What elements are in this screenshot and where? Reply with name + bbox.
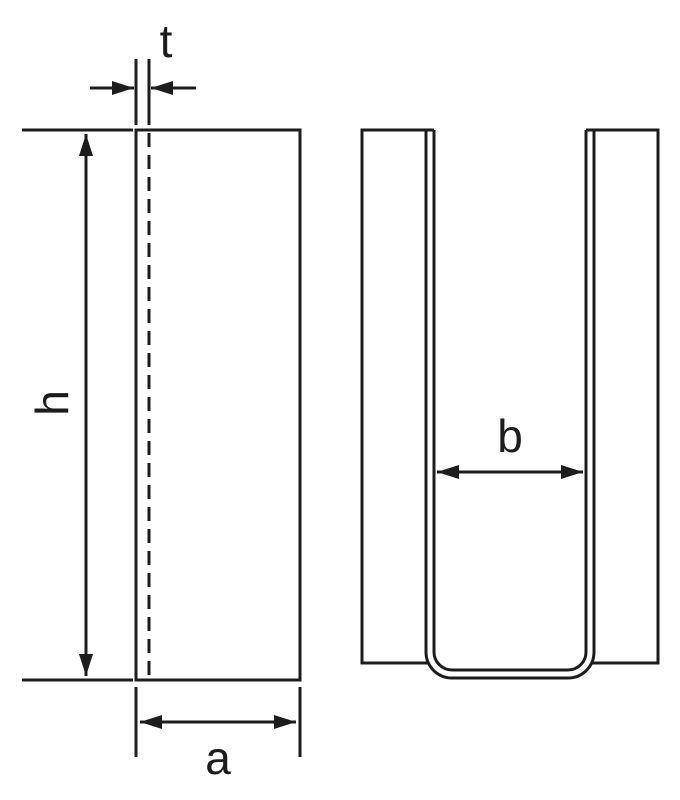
dimension-h: h [22,128,133,682]
dimension-b-label: b [497,410,523,462]
side-view [134,128,302,682]
front-view-channel-inner-contour [432,130,588,672]
front-view-left-flange [360,128,434,665]
front-view [360,128,660,680]
dimension-t-label: t [160,15,173,67]
front-view-right-flange [586,128,660,665]
dimension-t: t [90,15,196,125]
front-view-channel-outer-contour [424,130,596,680]
dimension-a: a [134,687,302,784]
dimension-a-label: a [205,732,231,784]
side-view-outline [134,128,302,682]
dimension-b: b [437,410,583,479]
dimension-h-label: h [26,390,78,416]
